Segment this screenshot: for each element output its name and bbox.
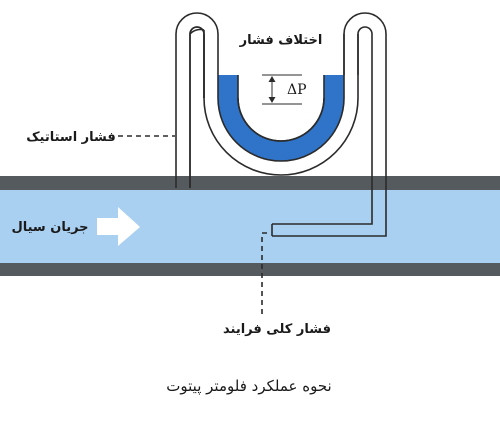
flow-arrow-icon — [97, 207, 140, 246]
level-markers — [262, 74, 302, 105]
diagram-caption: نحوه عملکرد فلومتر پیتوت — [166, 377, 331, 396]
fluid-channel — [0, 190, 500, 263]
total-pressure-leader — [261, 232, 267, 318]
manometer-liquid — [218, 75, 344, 161]
tube-inner-wall — [203, 34, 359, 176]
total-pressure-label: فشار کلی فرایند — [223, 322, 331, 337]
fluid-flow-label: جریان سیال — [11, 220, 88, 235]
delta-p-arrow-up-head — [268, 76, 276, 82]
delta-p-label: ΔP — [287, 82, 307, 98]
delta-p-arrow-down-head — [268, 97, 276, 103]
tube-inner-bend — [237, 97, 325, 142]
pipe — [0, 176, 500, 276]
pipe-top-wall — [0, 176, 500, 190]
pressure-difference-label: اختلاف فشار — [239, 33, 323, 48]
pipe-bottom-wall — [0, 263, 500, 276]
static-pressure-label: فشار استاتیک — [26, 130, 116, 145]
